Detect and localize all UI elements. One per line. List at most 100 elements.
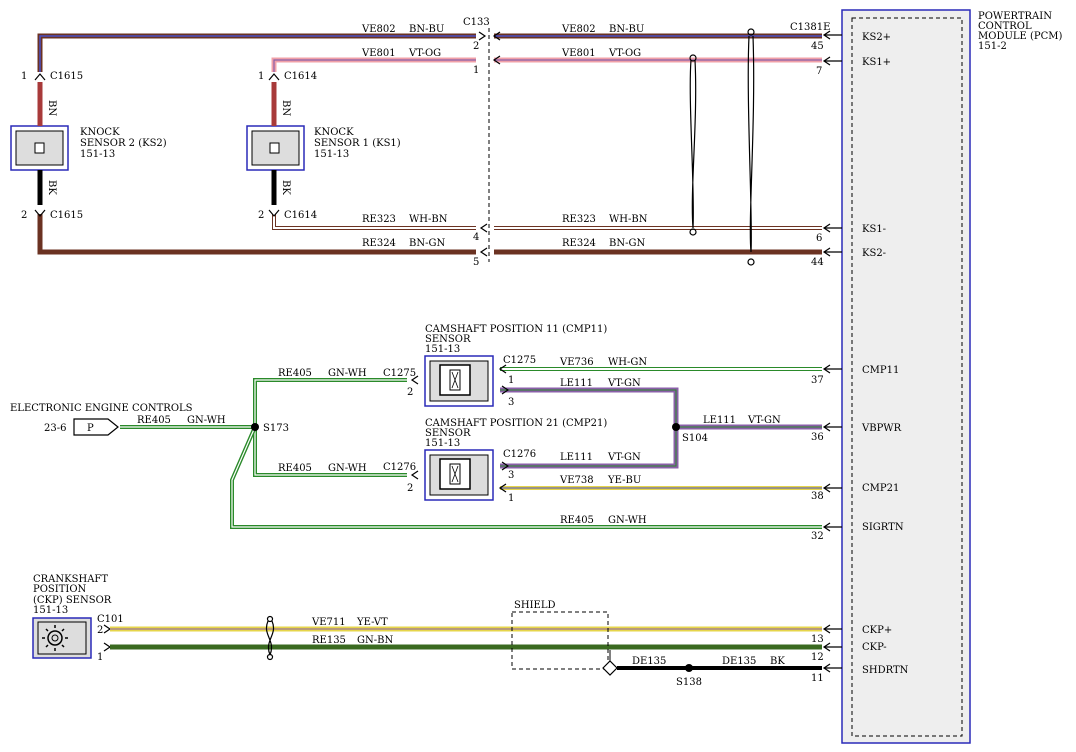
yevt-label: YE-VT: [356, 617, 388, 628]
vtog-label-2: VT-OG: [608, 48, 641, 59]
le111-label-3: LE111: [560, 452, 593, 463]
c133-arrow-2b: [492, 31, 501, 41]
pcm-pin-ks2m: KS2-: [862, 248, 886, 259]
ve801-label-1: VE801: [361, 48, 396, 59]
re405-label-1: RE405: [137, 415, 171, 426]
cmp11-name-2: SENSOR: [425, 334, 471, 345]
ckp-sensor[interactable]: [32, 617, 92, 659]
cmp11-name-3: 151-13: [425, 344, 460, 355]
c1276-pin-1: 1: [508, 493, 514, 504]
eec-ref: 23-6: [44, 423, 66, 434]
c1275-pin-2: 2: [407, 387, 413, 398]
pcm-pin-ks1p: KS1+: [862, 57, 891, 68]
re323-label-2: RE323: [562, 214, 596, 225]
vtgn-label-2: VT-GN: [747, 415, 781, 426]
ckp-name-3: (CKP) SENSOR: [33, 595, 112, 606]
ckp-twist: [266, 615, 274, 661]
ve802-label-2: VE802: [561, 24, 596, 35]
ks1-name-3: 151-13: [314, 149, 349, 160]
eec-pin: P: [87, 423, 94, 434]
eec-title: ELECTRONIC ENGINE CONTROLS: [10, 403, 193, 414]
wire-de135[interactable]: [602, 650, 822, 676]
c101-arrows: [103, 624, 112, 652]
c1381e-label: C1381E: [790, 22, 830, 33]
pcm-pin-arrows: [822, 30, 842, 673]
pin-number-32: 32: [811, 531, 824, 542]
c133-pin-5: 5: [473, 257, 479, 268]
cmp21-name-3: 151-13: [425, 438, 460, 449]
whbn-label-2: WH-BN: [609, 214, 648, 225]
pin-number-11: 11: [811, 673, 824, 684]
pin-number-12: 12: [811, 652, 824, 663]
pcm-pin-cmp21: CMP21: [862, 483, 899, 494]
c1614-top-pin: 1: [258, 71, 264, 82]
le111-label-2: LE111: [703, 415, 736, 426]
pin-number-6: 6: [816, 233, 822, 244]
re405-label-3: RE405: [278, 463, 312, 474]
re405-label-4: RE405: [560, 515, 594, 526]
wire-ve801[interactable]: [271, 57, 822, 72]
pcm-pin-ckpm: CKP-: [862, 642, 887, 653]
c1615-bot-pin: 2: [21, 210, 27, 221]
bnbu-label-1: BN-BU: [409, 24, 444, 35]
vtgn-label-3: VT-GN: [607, 452, 641, 463]
bnbu-label-2: BN-BU: [609, 24, 644, 35]
c1615-top-pin: 1: [21, 71, 27, 82]
pcm-pin-vbpwr: VBPWR: [861, 423, 902, 434]
knock-sensor-1[interactable]: [246, 82, 305, 205]
pcm-title-1: POWERTRAIN: [978, 11, 1052, 22]
re324-label-1: RE324: [362, 238, 396, 249]
ckp-name-1: CRANKSHAFT: [33, 574, 108, 585]
pcm-inner-dashed: [851, 17, 963, 737]
c133-arrow-2: [478, 31, 487, 41]
wire-re324[interactable]: [37, 214, 822, 255]
s104-label: S104: [682, 433, 708, 444]
wire-re323[interactable]: [272, 214, 822, 230]
bk-label: BK: [770, 656, 785, 667]
bngn-label-2: BN-GN: [609, 238, 645, 249]
pcm-pin-ks2p: KS2+: [862, 32, 891, 43]
c1614-bot-label: C1614: [284, 210, 317, 221]
ve801-label-2: VE801: [561, 48, 596, 59]
yebu-label: YE-BU: [607, 475, 641, 486]
ks1-bk-label: BK: [280, 180, 291, 195]
wire-re405[interactable]: [120, 378, 822, 529]
pin-number-45: 45: [811, 41, 824, 52]
ks1-bn-label: BN: [280, 100, 291, 116]
ckp-name-4: 151-13: [33, 605, 68, 616]
c133-pin-2: 2: [473, 41, 479, 52]
c133-pin-1: 1: [473, 65, 479, 76]
cmp21-name-1: CAMSHAFT POSITION 21 (CMP21): [425, 418, 607, 429]
cmp11-sensor[interactable]: [424, 355, 494, 407]
c133-arrow-4: [479, 223, 488, 233]
pin-number-7: 7: [816, 66, 822, 77]
ve738-label: VE738: [559, 475, 594, 486]
c1615-top-label: C1615: [50, 71, 83, 82]
c133-arrow-1: [492, 55, 501, 65]
eec-reference[interactable]: [73, 418, 119, 436]
pcm-pin-ckpp: CKP+: [862, 625, 892, 636]
pcm-title-3: MODULE (PCM): [978, 31, 1063, 42]
gnbn-label: GN-BN: [357, 635, 393, 646]
c1276-pin-3: 3: [508, 470, 514, 481]
c1614-bot-pin: 2: [258, 210, 264, 221]
c1275-pin-1: 1: [508, 375, 514, 386]
pcm-module[interactable]: POWERTRAIN CONTROL MODULE (PCM) 151-2: [841, 9, 1063, 744]
ckp-name-2: POSITION: [33, 584, 87, 595]
bngn-label-1: BN-GN: [409, 238, 445, 249]
pcm-box: [841, 9, 971, 744]
c101-pin-2: 2: [97, 625, 103, 636]
re135-label: RE135: [312, 635, 346, 646]
pcm-pin-sigrtn: SIGRTN: [862, 522, 904, 533]
c1276-pin-2: 2: [407, 483, 413, 494]
de135-label-2: DE135: [722, 656, 756, 667]
cmp21-sensor[interactable]: [424, 449, 494, 501]
knock-sensor-2[interactable]: [10, 82, 69, 205]
cmp11-name-1: CAMSHAFT POSITION 11 (CMP11): [425, 324, 607, 335]
re324-label-2: RE324: [562, 238, 596, 249]
c101-label: C101: [97, 614, 124, 625]
gnwh-label-2: GN-WH: [328, 368, 367, 379]
twisted-pair-loops: [689, 28, 755, 266]
wire-ve802[interactable]: [37, 33, 822, 72]
